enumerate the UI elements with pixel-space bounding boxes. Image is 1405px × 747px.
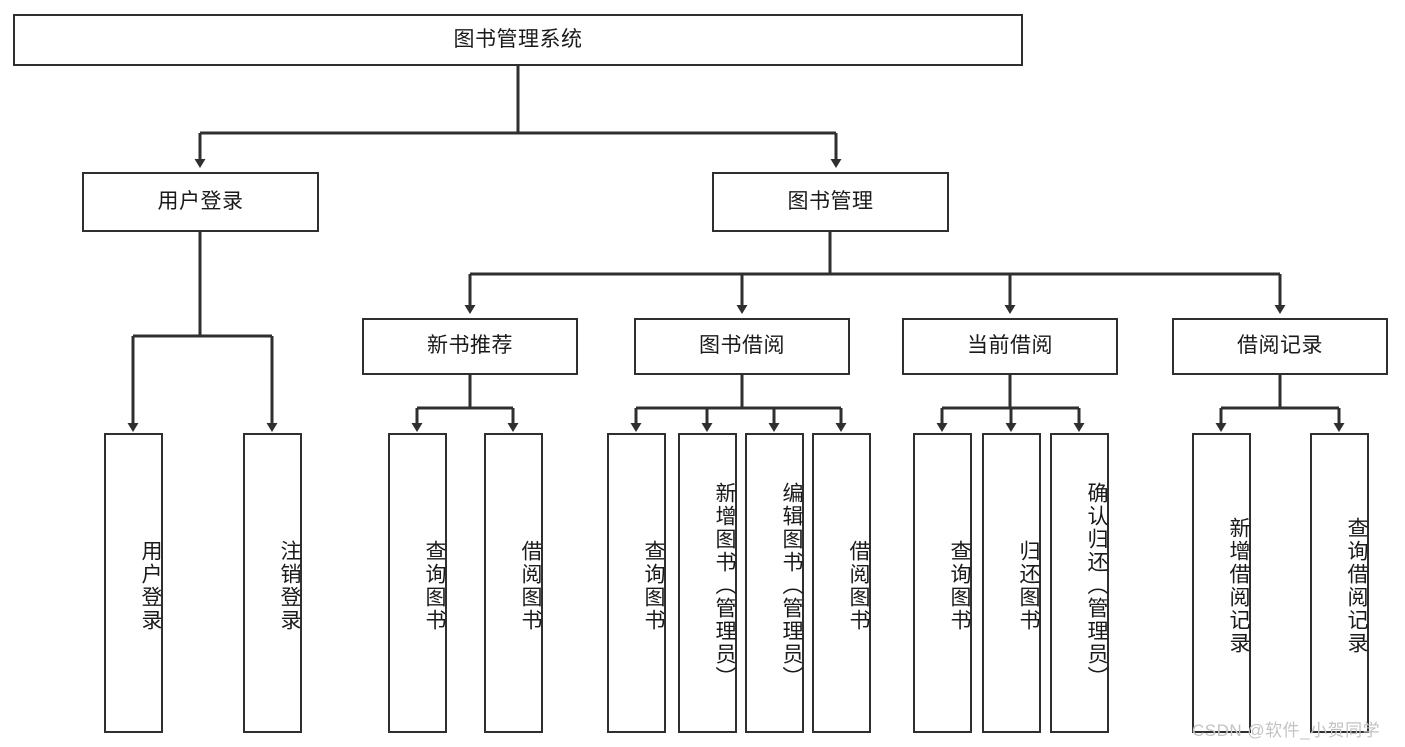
node-label: 当前借阅 [967,334,1053,358]
node-borrow-book-1[interactable]: 借阅图书 [484,433,543,733]
node-label: 图书借阅 [699,334,785,358]
node-label: 查询图书 [423,540,446,632]
node-book-borrow[interactable]: 图书借阅 [634,318,850,375]
node-label: 新书推荐 [427,334,513,358]
node-return-book[interactable]: 归还图书 [982,433,1041,733]
node-label: 查询图书 [948,540,971,632]
node-query-book-2[interactable]: 查询图书 [607,433,666,733]
node-root-book-management-system[interactable]: 图书管理系统 [13,14,1023,66]
node-label: 借阅图书 [847,540,870,632]
node-query-book-3[interactable]: 查询图书 [913,433,972,733]
node-label: 用户登录 [157,189,244,213]
node-logout-leaf[interactable]: 注销登录 [243,433,302,733]
node-label: 确认归还（管理员） [1085,481,1108,689]
node-label: 归还图书 [1017,540,1040,632]
node-book-management[interactable]: 图书管理 [712,172,949,232]
node-borrow-book-2[interactable]: 借阅图书 [812,433,871,733]
node-edit-book-admin[interactable]: 编辑图书（管理员） [745,433,804,733]
node-label: 借阅记录 [1237,334,1323,358]
node-label: 注销登录 [278,540,301,632]
node-label: 图书管理 [787,189,874,213]
node-query-book-1[interactable]: 查询图书 [388,433,447,733]
node-add-borrow-record[interactable]: 新增借阅记录 [1192,433,1251,733]
node-add-book-admin[interactable]: 新增图书（管理员） [678,433,737,733]
node-new-book-recommend[interactable]: 新书推荐 [362,318,578,375]
node-label: 查询借阅记录 [1345,517,1368,655]
node-borrow-record[interactable]: 借阅记录 [1172,318,1388,375]
node-label: 新增借阅记录 [1227,517,1250,655]
node-query-borrow-record[interactable]: 查询借阅记录 [1310,433,1369,733]
node-user-login[interactable]: 用户登录 [82,172,319,232]
node-label: 图书管理系统 [453,27,583,51]
node-label: 查询图书 [642,540,665,632]
node-current-borrow[interactable]: 当前借阅 [902,318,1118,375]
node-user-login-leaf[interactable]: 用户登录 [104,433,163,733]
csdn-watermark: CSDN @软件_小贺同学 [1192,721,1381,740]
node-label: 用户登录 [139,540,162,632]
node-confirm-return-admin[interactable]: 确认归还（管理员） [1050,433,1109,733]
node-label: 编辑图书（管理员） [780,481,803,689]
node-label: 新增图书（管理员） [713,481,736,689]
node-label: 借阅图书 [519,540,542,632]
